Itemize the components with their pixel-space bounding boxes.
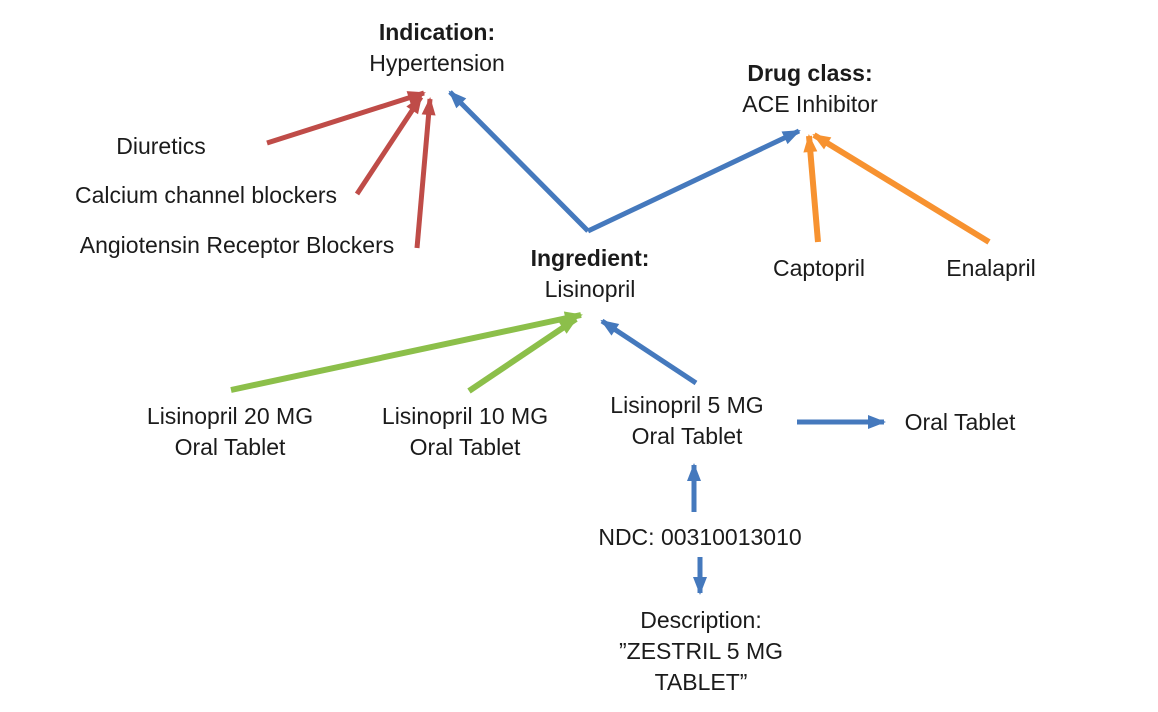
ingredient-node: Ingredient: Lisinopril <box>531 243 650 305</box>
alt-class-angiotensin-receptor-blockers: Angiotensin Receptor Blockers <box>79 232 395 258</box>
drug-class-value: ACE Inhibitor <box>742 91 878 117</box>
class-member-enalapril: Enalapril <box>946 255 1036 281</box>
ingredient-label: Ingredient: <box>530 245 650 271</box>
arrow-lisinopril-to-ace-inhibitor <box>586 128 801 234</box>
arrow-lisinopril-to-hypertension <box>448 90 590 233</box>
alt-class-diuretics: Diuretics <box>116 133 206 159</box>
arrow-lisinopril20-to-lisinopril <box>230 311 583 393</box>
arrow-lisinopril10-to-lisinopril <box>467 316 578 394</box>
product-line1: Lisinopril 20 MG <box>146 403 314 429</box>
product-line1: Lisinopril 5 MG <box>610 392 764 418</box>
class-member-captopril: Captopril <box>772 255 866 281</box>
description-node: Description: ”ZESTRIL 5 MG TABLET” <box>619 605 783 698</box>
drug-class-label: Drug class: <box>747 60 873 86</box>
indication-node: Indication: Hypertension <box>369 17 505 79</box>
ndc-node: NDC: 00310013010 <box>598 524 802 550</box>
indication-label: Indication: <box>378 19 496 45</box>
ingredient-value: Lisinopril <box>544 276 636 302</box>
alt-class-calcium-channel-blockers: Calcium channel blockers <box>74 182 338 208</box>
product-lisinopril-20mg: Lisinopril 20 MG Oral Tablet <box>147 401 313 463</box>
arrow-enalapril-to-ace-inhibitor <box>812 132 991 245</box>
product-line2: Oral Tablet <box>631 423 743 449</box>
indication-value: Hypertension <box>369 50 505 76</box>
product-line2: Oral Tablet <box>409 434 521 460</box>
dose-form-oral-tablet: Oral Tablet <box>904 409 1016 435</box>
arrow-diuretics-to-hypertension <box>266 90 426 146</box>
description-line2: ”ZESTRIL 5 MG <box>619 638 783 664</box>
drug-class-node: Drug class: ACE Inhibitor <box>742 58 878 120</box>
description-label: Description: <box>640 607 762 633</box>
arrow-lisinopril5-to-lisinopril <box>600 318 698 386</box>
product-lisinopril-5mg: Lisinopril 5 MG Oral Tablet <box>610 390 763 452</box>
product-line1: Lisinopril 10 MG <box>381 403 549 429</box>
product-line2: Oral Tablet <box>174 434 286 460</box>
description-line3: TABLET” <box>654 669 748 695</box>
product-lisinopril-10mg: Lisinopril 10 MG Oral Tablet <box>382 401 548 463</box>
arrow-arb-to-hypertension <box>414 97 436 249</box>
arrow-captopril-to-ace-inhibitor <box>803 134 821 243</box>
arrow-ccb-to-hypertension <box>354 95 424 196</box>
